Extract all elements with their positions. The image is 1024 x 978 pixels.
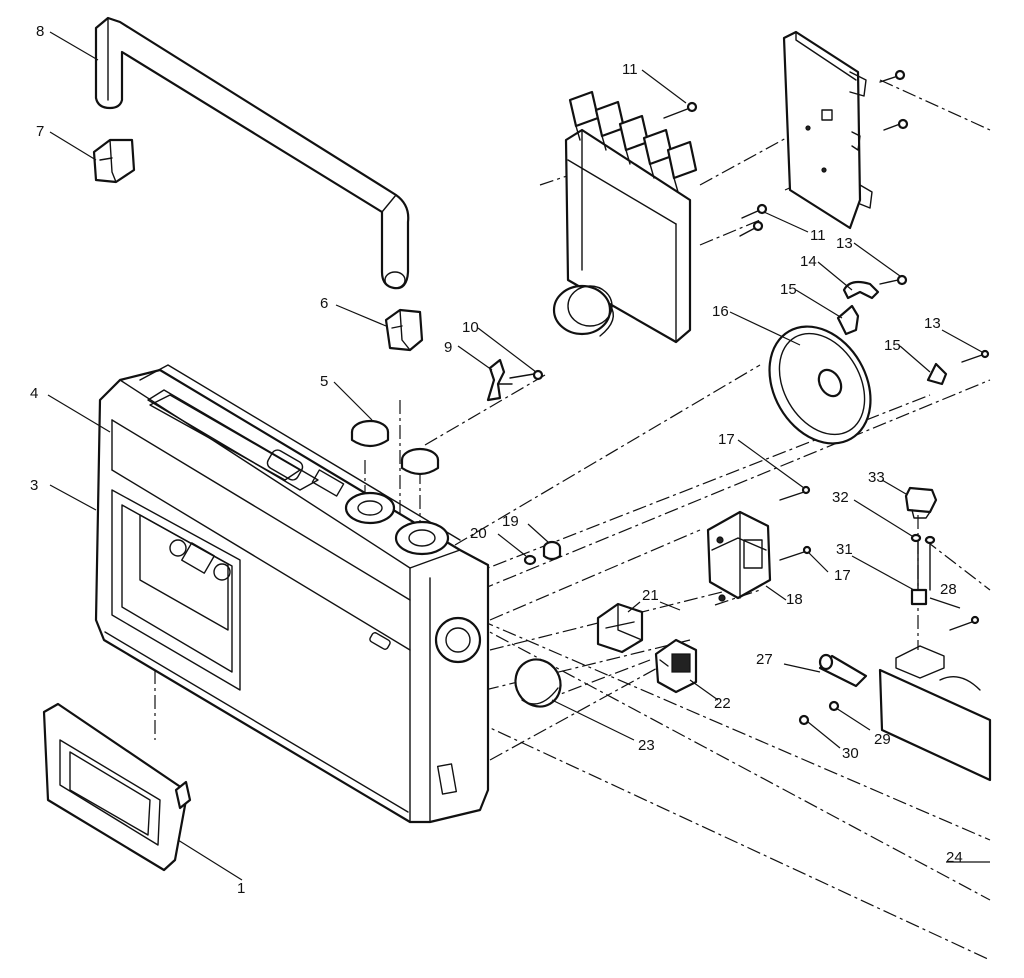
callout-27: 27 (756, 651, 773, 668)
side-knob-part (514, 658, 562, 708)
callout-30: 30 (842, 745, 859, 762)
callout-22: 22 (714, 695, 731, 712)
callout-13-lower: 13 (924, 315, 941, 332)
callout-4: 4 (30, 385, 38, 402)
callout-21: 21 (642, 587, 659, 604)
lower-right-mechanism (798, 486, 992, 782)
clips-part (836, 280, 948, 386)
callout-29: 29 (874, 731, 891, 748)
callout-32: 32 (832, 489, 849, 506)
callout-1: 1 (237, 880, 245, 897)
callout-17-lower: 17 (834, 567, 851, 584)
handle-bracket-6 (384, 308, 424, 352)
callout-11-lower: 11 (810, 227, 826, 244)
callout-24: 24 (946, 849, 963, 866)
callout-15-left: 15 (780, 281, 797, 298)
callout-7: 7 (36, 123, 44, 140)
callout-33: 33 (868, 469, 885, 486)
callout-labels: 1 3 4 5 6 7 8 9 10 11 11 13 13 14 15 15 … (30, 23, 963, 897)
callout-18: 18 (786, 591, 803, 608)
callout-13-upper: 13 (836, 235, 853, 252)
small-parts-19-20 (523, 540, 562, 566)
callout-31: 31 (836, 541, 853, 558)
circuit-board-part (782, 30, 873, 230)
cabinet-part (94, 364, 490, 824)
screws-upper (663, 69, 990, 363)
top-knobs-part (344, 419, 450, 556)
callout-11-top: 11 (622, 61, 638, 78)
handle-bracket-7 (92, 138, 136, 184)
callout-28: 28 (940, 581, 957, 598)
transformer-part (706, 485, 812, 602)
callout-3: 3 (30, 477, 38, 494)
callout-10: 10 (462, 319, 479, 336)
callout-5: 5 (320, 373, 328, 390)
cassette-door-part (42, 702, 192, 872)
callout-9: 9 (444, 339, 452, 356)
tuner-assembly-part (552, 90, 698, 344)
callout-19: 19 (502, 513, 519, 530)
jack-part-21 (596, 602, 644, 654)
callout-23: 23 (638, 737, 655, 754)
leader-lines (47, 31, 990, 881)
callout-16: 16 (712, 303, 729, 320)
lever-part (486, 358, 544, 402)
callout-14: 14 (800, 253, 817, 270)
callout-20: 20 (470, 525, 487, 542)
callout-6: 6 (320, 295, 328, 312)
jack-part-22 (654, 638, 698, 694)
callout-8: 8 (36, 23, 44, 40)
speaker-part (768, 325, 872, 445)
callout-15-right: 15 (884, 337, 901, 354)
handle-part (94, 16, 410, 290)
callout-17-upper: 17 (718, 431, 735, 448)
